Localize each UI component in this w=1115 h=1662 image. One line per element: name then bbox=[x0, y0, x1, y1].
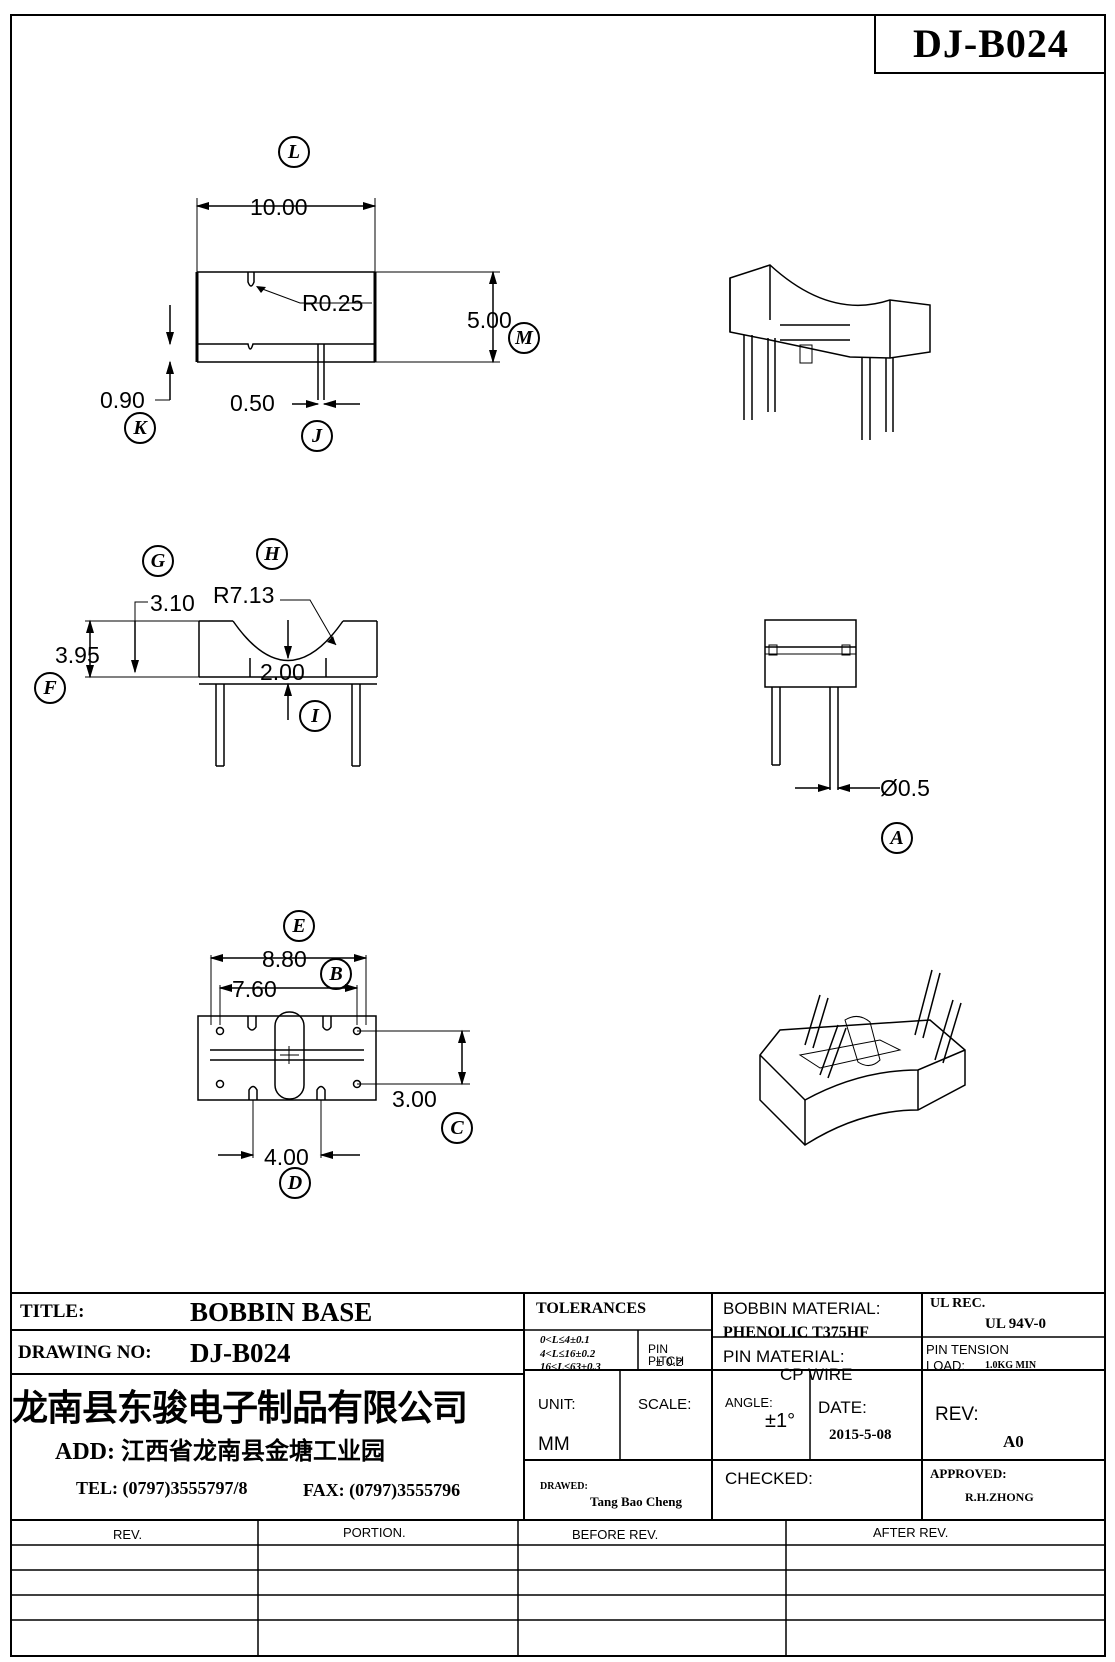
dim-shoulder: 3.10 bbox=[150, 590, 195, 616]
pin-material-label: PIN MATERIAL: bbox=[723, 1347, 845, 1366]
callout-E: E bbox=[283, 910, 315, 942]
dim-height-side: 3.95 bbox=[55, 642, 100, 668]
company-name: 龙南县东骏电子制品有限公司 bbox=[12, 1388, 468, 1428]
callout-M: M bbox=[508, 322, 540, 354]
callout-C: C bbox=[441, 1112, 473, 1144]
dim-slot-pitch: 4.00 bbox=[264, 1144, 309, 1170]
ul-value: UL 94V-0 bbox=[985, 1316, 1046, 1332]
load-label: LOAD: bbox=[926, 1358, 966, 1373]
dim-center-height: 2.00 bbox=[260, 659, 305, 685]
scale-label: SCALE: bbox=[638, 1396, 692, 1413]
pin-pitch-label: PIN PITCH bbox=[648, 1342, 684, 1368]
checked-label: CHECKED: bbox=[725, 1469, 813, 1488]
pin-pitch-value: ± 0.2 bbox=[656, 1355, 683, 1369]
dim-row-pitch: 3.00 bbox=[392, 1086, 437, 1112]
callout-F: F bbox=[34, 672, 66, 704]
side-view bbox=[85, 599, 378, 767]
tolerances-label: TOLERANCES bbox=[536, 1300, 646, 1317]
pin-tension-label: PIN TENSION bbox=[926, 1342, 1009, 1357]
drawing-code-box: DJ-B024 bbox=[874, 14, 1106, 74]
pin-material-value: CP WIRE bbox=[780, 1365, 853, 1384]
date-label: DATE: bbox=[818, 1398, 867, 1417]
callout-H: H bbox=[256, 538, 288, 570]
dim-offset: 0.90 bbox=[100, 387, 145, 413]
iso-view-bottom bbox=[759, 969, 966, 1146]
portion-col-header: PORTION. bbox=[343, 1525, 406, 1540]
dim-outer-pitch: 8.80 bbox=[262, 946, 307, 972]
dim-length: 10.00 bbox=[250, 194, 308, 220]
tol-line-2: 4<L≤16±0.2 bbox=[540, 1348, 596, 1360]
dim-radius-side: R7.13 bbox=[213, 582, 274, 608]
drawn-label: DRAWED: bbox=[540, 1481, 588, 1492]
company-tel: TEL: (0797)3555797/8 bbox=[76, 1478, 248, 1498]
drawing-frame bbox=[10, 14, 1106, 1657]
before-rev-col-header: BEFORE REV. bbox=[572, 1527, 659, 1542]
callout-I: I bbox=[299, 700, 331, 732]
drawing-no-label: DRAWING NO: bbox=[18, 1342, 152, 1363]
company-fax: FAX: (0797)3555796 bbox=[303, 1480, 461, 1500]
dim-radius-top: R0.25 bbox=[302, 290, 363, 316]
top-view bbox=[155, 198, 500, 409]
drawing-code: DJ-B024 bbox=[913, 20, 1069, 66]
end-view bbox=[764, 619, 880, 793]
tol-line-1: 0<L≤4±0.1 bbox=[540, 1334, 590, 1346]
callout-B: B bbox=[320, 958, 352, 990]
dim-pin-dia: Ø0.5 bbox=[880, 775, 930, 801]
company-address: ADD: 江西省龙南县金塘工业园 bbox=[55, 1439, 385, 1465]
callout-L: L bbox=[278, 136, 310, 168]
iso-view-top bbox=[729, 264, 931, 440]
title-value: BOBBIN BASE bbox=[190, 1297, 373, 1327]
rev-label: REV: bbox=[935, 1404, 979, 1425]
callout-D: D bbox=[279, 1167, 311, 1199]
rev-col-header: REV. bbox=[113, 1527, 143, 1542]
callout-K: K bbox=[124, 412, 156, 444]
dim-pin-width: 0.50 bbox=[230, 390, 275, 416]
angle-label: ANGLE: bbox=[725, 1395, 773, 1410]
title-block-grid bbox=[10, 1292, 1106, 1657]
drawing-no-value: DJ-B024 bbox=[190, 1338, 291, 1368]
unit-value: MM bbox=[538, 1434, 570, 1455]
callout-G: G bbox=[142, 545, 174, 577]
angle-value: ±1° bbox=[765, 1410, 796, 1432]
bobbin-material-value: PHENOLIC T375HF bbox=[723, 1324, 869, 1341]
dim-height-top: 5.00 bbox=[467, 307, 512, 333]
callout-A: A bbox=[881, 822, 913, 854]
unit-label: UNIT: bbox=[538, 1396, 576, 1413]
approved-by: R.H.ZHONG bbox=[965, 1490, 1034, 1504]
title-label: TITLE: bbox=[20, 1301, 85, 1322]
after-rev-col-header: AFTER REV. bbox=[873, 1525, 949, 1540]
bobbin-material-label: BOBBIN MATERIAL: bbox=[723, 1299, 881, 1318]
drawn-by: Tang Bao Cheng bbox=[590, 1494, 682, 1509]
ul-label: UL REC. bbox=[930, 1296, 986, 1311]
callout-J: J bbox=[301, 420, 333, 452]
load-value: 1.0KG MIN bbox=[985, 1360, 1037, 1371]
tol-line-3: 16<L≤63±0.3 bbox=[540, 1361, 601, 1373]
dim-inner-pitch: 7.60 bbox=[232, 976, 277, 1002]
date-value: 2015-5-08 bbox=[829, 1427, 892, 1443]
rev-value: A0 bbox=[1003, 1432, 1024, 1451]
approved-label: APPROVED: bbox=[930, 1466, 1007, 1481]
